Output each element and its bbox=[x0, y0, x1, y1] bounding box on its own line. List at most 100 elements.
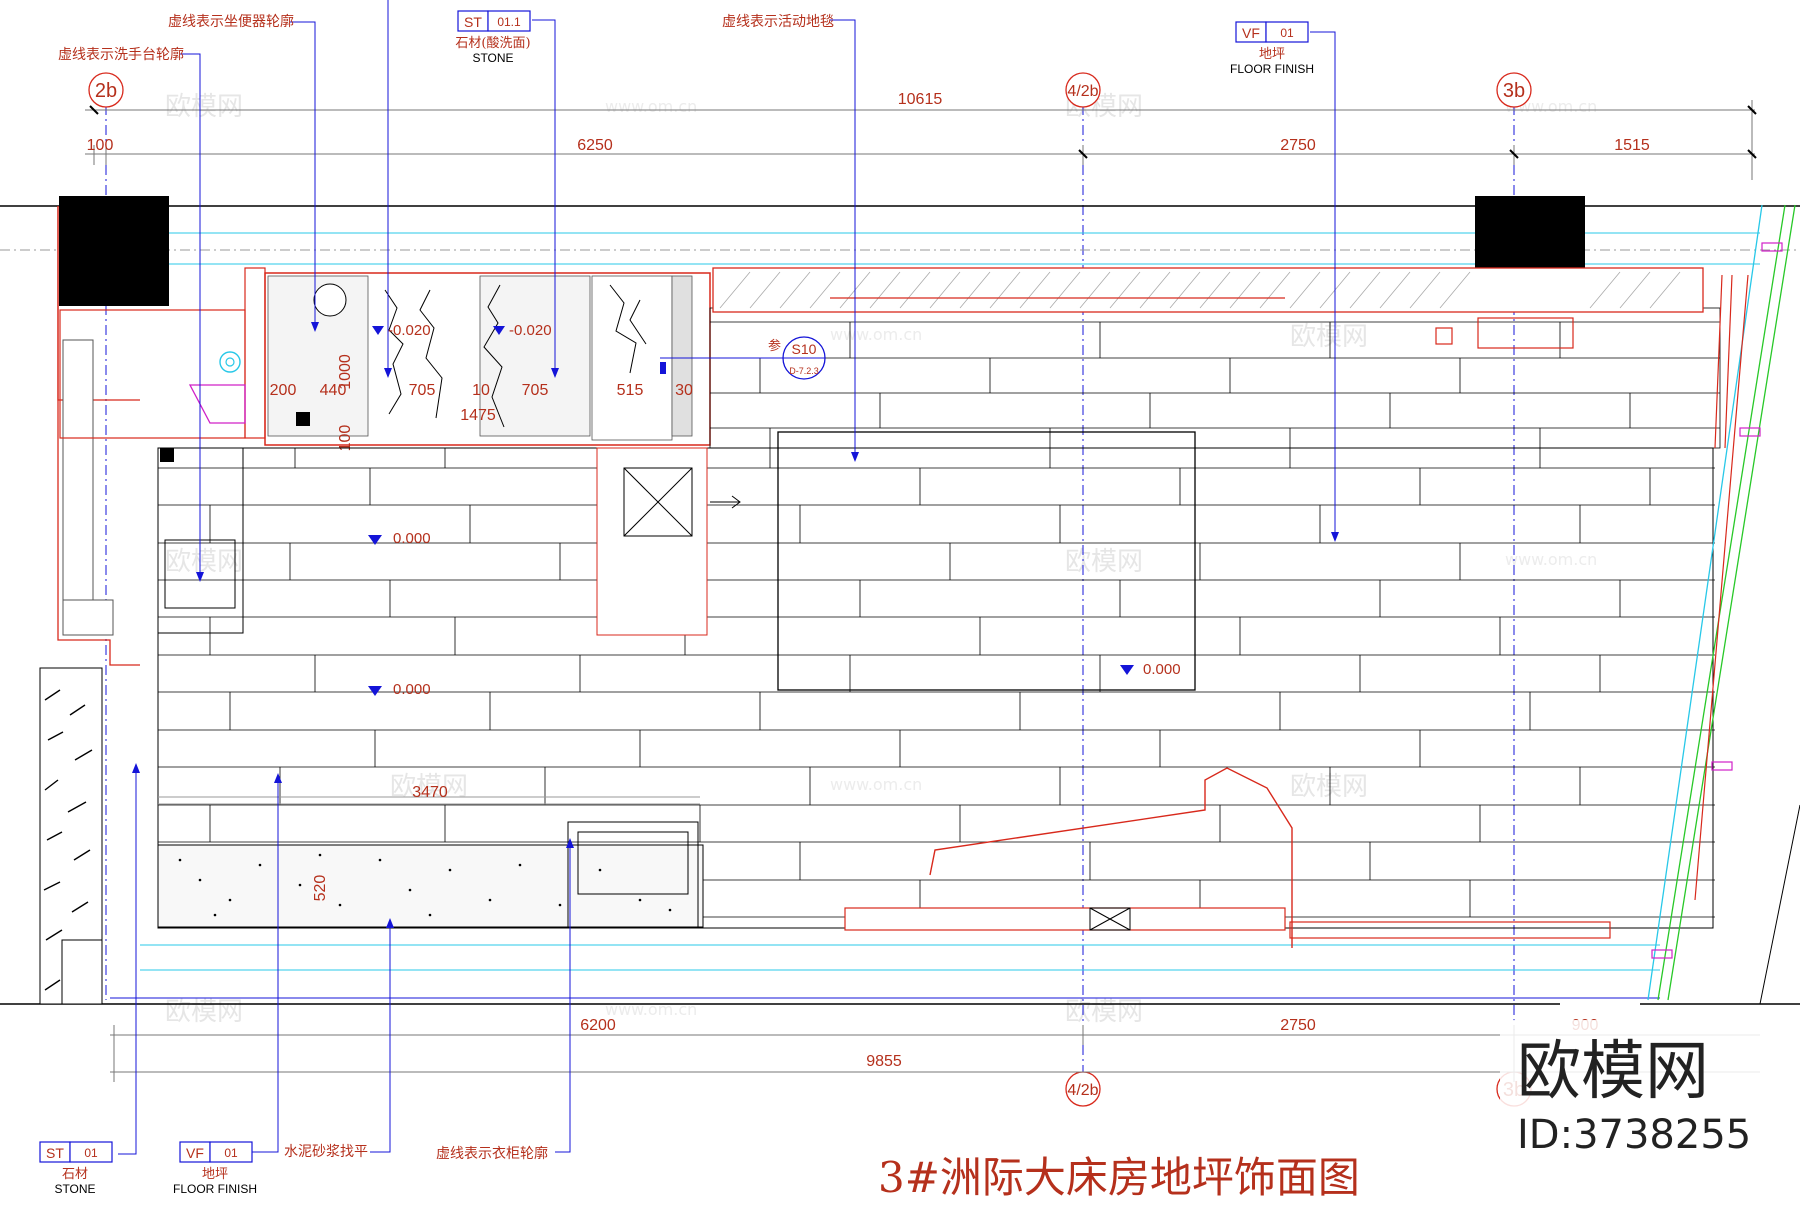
leader-lines bbox=[118, 0, 1336, 1155]
vanity-area bbox=[59, 267, 266, 439]
dim-shelf: 3470 bbox=[412, 784, 448, 801]
dim-bath-1000: 1000 bbox=[337, 354, 354, 390]
tag-number: 01 bbox=[84, 1146, 98, 1160]
dim-bath-200: 200 bbox=[270, 382, 297, 399]
tag-en-label: FLOOR FINISH bbox=[1230, 62, 1314, 76]
dim-top-d: 1515 bbox=[1614, 137, 1650, 154]
watermark-logo: 欧模网 bbox=[165, 92, 243, 122]
tag-en-label: STONE bbox=[472, 51, 513, 65]
ac-unit bbox=[1477, 317, 1574, 349]
tag-stone-top: ST 01.1 石材(酸洗面) STONE bbox=[455, 10, 531, 65]
tag-code: ST bbox=[464, 14, 482, 30]
dim-top-b: 6250 bbox=[577, 137, 613, 154]
watermark-url: www.om.cn bbox=[605, 1000, 697, 1019]
watermark-logo: 欧模网 bbox=[1290, 322, 1368, 352]
stone-speckles bbox=[178, 853, 672, 917]
tag-cn-label: 地坪 bbox=[1259, 47, 1285, 62]
tag-floor-bottom: VF 01 地坪 FLOOR FINISH bbox=[173, 1141, 257, 1196]
basin-fixture bbox=[219, 351, 241, 373]
ref-code: S10 bbox=[792, 341, 817, 357]
watermark-url: www.om.cn bbox=[830, 325, 922, 344]
watermark-logo: 欧模网 bbox=[165, 997, 243, 1027]
curtain-track bbox=[712, 267, 1704, 349]
dim-bath-515: 515 bbox=[617, 382, 644, 399]
dim-bottom-a: 6200 bbox=[580, 1017, 616, 1034]
note-basin-outline: 虚线表示洗手台轮廓 bbox=[58, 46, 184, 63]
carpet-outline bbox=[777, 431, 1196, 691]
ref-prefix: 参 bbox=[768, 338, 781, 354]
dim-overall-bottom: 9855 bbox=[866, 1053, 902, 1070]
tag-number: 01 bbox=[1280, 26, 1294, 40]
grid-bubble-3b-top: 3b bbox=[1496, 72, 1532, 108]
dim-stone-depth: 520 bbox=[312, 875, 329, 902]
grid-bubble-2b: 2b bbox=[88, 72, 124, 108]
tag-number: 01.1 bbox=[497, 15, 521, 29]
tag-cn-label: 地坪 bbox=[202, 1167, 228, 1182]
tag-stone-bottom: ST 01 石材 STONE bbox=[39, 1141, 113, 1196]
watermark-logo: 欧模网 bbox=[1290, 772, 1368, 802]
dim-bath-total: 1475 bbox=[460, 407, 496, 424]
tag-floor-top: VF 01 地坪 FLOOR FINISH bbox=[1230, 21, 1314, 76]
brand-id: ID:3738255 bbox=[1517, 1112, 1751, 1158]
room-levels: 0.000 0.000 0.000 bbox=[368, 530, 1181, 698]
desk-outline bbox=[844, 767, 1611, 948]
tag-code: VF bbox=[186, 1145, 204, 1161]
tag-en-label: FLOOR FINISH bbox=[173, 1182, 257, 1196]
dim-top-c: 2750 bbox=[1280, 137, 1316, 154]
grid-bubble-4-2b-bottom: 4/2b bbox=[1065, 1071, 1101, 1107]
leader-arrowheads bbox=[132, 322, 1339, 928]
structural-column-left bbox=[59, 196, 169, 306]
tag-code: ST bbox=[46, 1145, 64, 1161]
level-room-1: 0.000 bbox=[393, 530, 431, 547]
grid-label: 2b bbox=[95, 80, 117, 102]
grid-axes bbox=[105, 105, 1515, 1090]
dim-bath-440: 440 bbox=[320, 382, 347, 399]
level-room-3: 0.000 bbox=[1143, 661, 1181, 678]
marble-veins bbox=[384, 284, 647, 428]
top-dimensions bbox=[85, 100, 1757, 180]
window-glazing bbox=[1647, 204, 1800, 1005]
grid-label: 4/2b bbox=[1067, 1082, 1098, 1099]
note-mortar: 水泥砂浆找平 bbox=[284, 1144, 368, 1160]
brand-logo-text: 欧模网 bbox=[1517, 1035, 1709, 1109]
entry-closet bbox=[596, 447, 741, 636]
section-reference: 参 S10 D-7.2.3 bbox=[660, 336, 826, 380]
dim-bath-10: 10 bbox=[472, 382, 490, 399]
grid-bubbles: 2b 4/2b 3b 4/2b 3b bbox=[88, 72, 1532, 1107]
plank-joints bbox=[209, 322, 1651, 917]
wardrobe-stone: 520 3470 bbox=[157, 784, 704, 928]
level-room-2: 0.000 bbox=[393, 681, 431, 698]
dim-bath-705a: 705 bbox=[409, 382, 436, 399]
tag-cn-label: 石材 bbox=[62, 1167, 88, 1182]
watermark-url: www.om.cn bbox=[1505, 550, 1597, 569]
note-carpet-outline: 虚线表示活动地毯 bbox=[722, 14, 834, 30]
watermark-logo: 欧模网 bbox=[165, 547, 243, 577]
level-bath-1: -0.020 bbox=[388, 322, 431, 339]
ref-sheet: D-7.2.3 bbox=[789, 366, 819, 376]
dim-top-a: 100 bbox=[87, 137, 114, 154]
exterior-wall-left bbox=[39, 339, 114, 1005]
grid-label: 4/2b bbox=[1067, 83, 1098, 100]
tag-en-label: STONE bbox=[54, 1182, 95, 1196]
watermark-url: www.om.cn bbox=[605, 97, 697, 116]
dim-bottom-b: 2750 bbox=[1280, 1017, 1316, 1034]
bathroom: 200 440 705 10 705 515 30 1475 1000 100 … bbox=[264, 272, 711, 451]
watermark-logo: 欧模网 bbox=[1065, 997, 1143, 1027]
dim-bath-705b: 705 bbox=[522, 382, 549, 399]
tag-number: 01 bbox=[224, 1146, 238, 1160]
grid-bubble-4-2b-top: 4/2b bbox=[1065, 72, 1101, 108]
toilet-fixture bbox=[313, 283, 347, 317]
note-wardrobe-outline: 虚线表示衣柜轮廓 bbox=[436, 1145, 548, 1162]
dim-overall-top: 10615 bbox=[898, 91, 943, 108]
watermark-logo: 欧模网 bbox=[1065, 547, 1143, 577]
level-bath-2: -0.020 bbox=[509, 322, 552, 339]
watermark-url: www.om.cn bbox=[1505, 97, 1597, 116]
watermark-url: www.om.cn bbox=[830, 775, 922, 794]
dim-bath-30: 30 bbox=[675, 382, 693, 399]
grid-label: 3b bbox=[1503, 80, 1525, 102]
tag-cn-label: 石材(酸洗面) bbox=[455, 36, 530, 51]
tag-code: VF bbox=[1242, 25, 1260, 41]
drawing-title: 3#洲际大床房地坪饰面图 bbox=[878, 1153, 1360, 1202]
note-toilet-outline: 虚线表示坐便器轮廓 bbox=[168, 13, 294, 30]
